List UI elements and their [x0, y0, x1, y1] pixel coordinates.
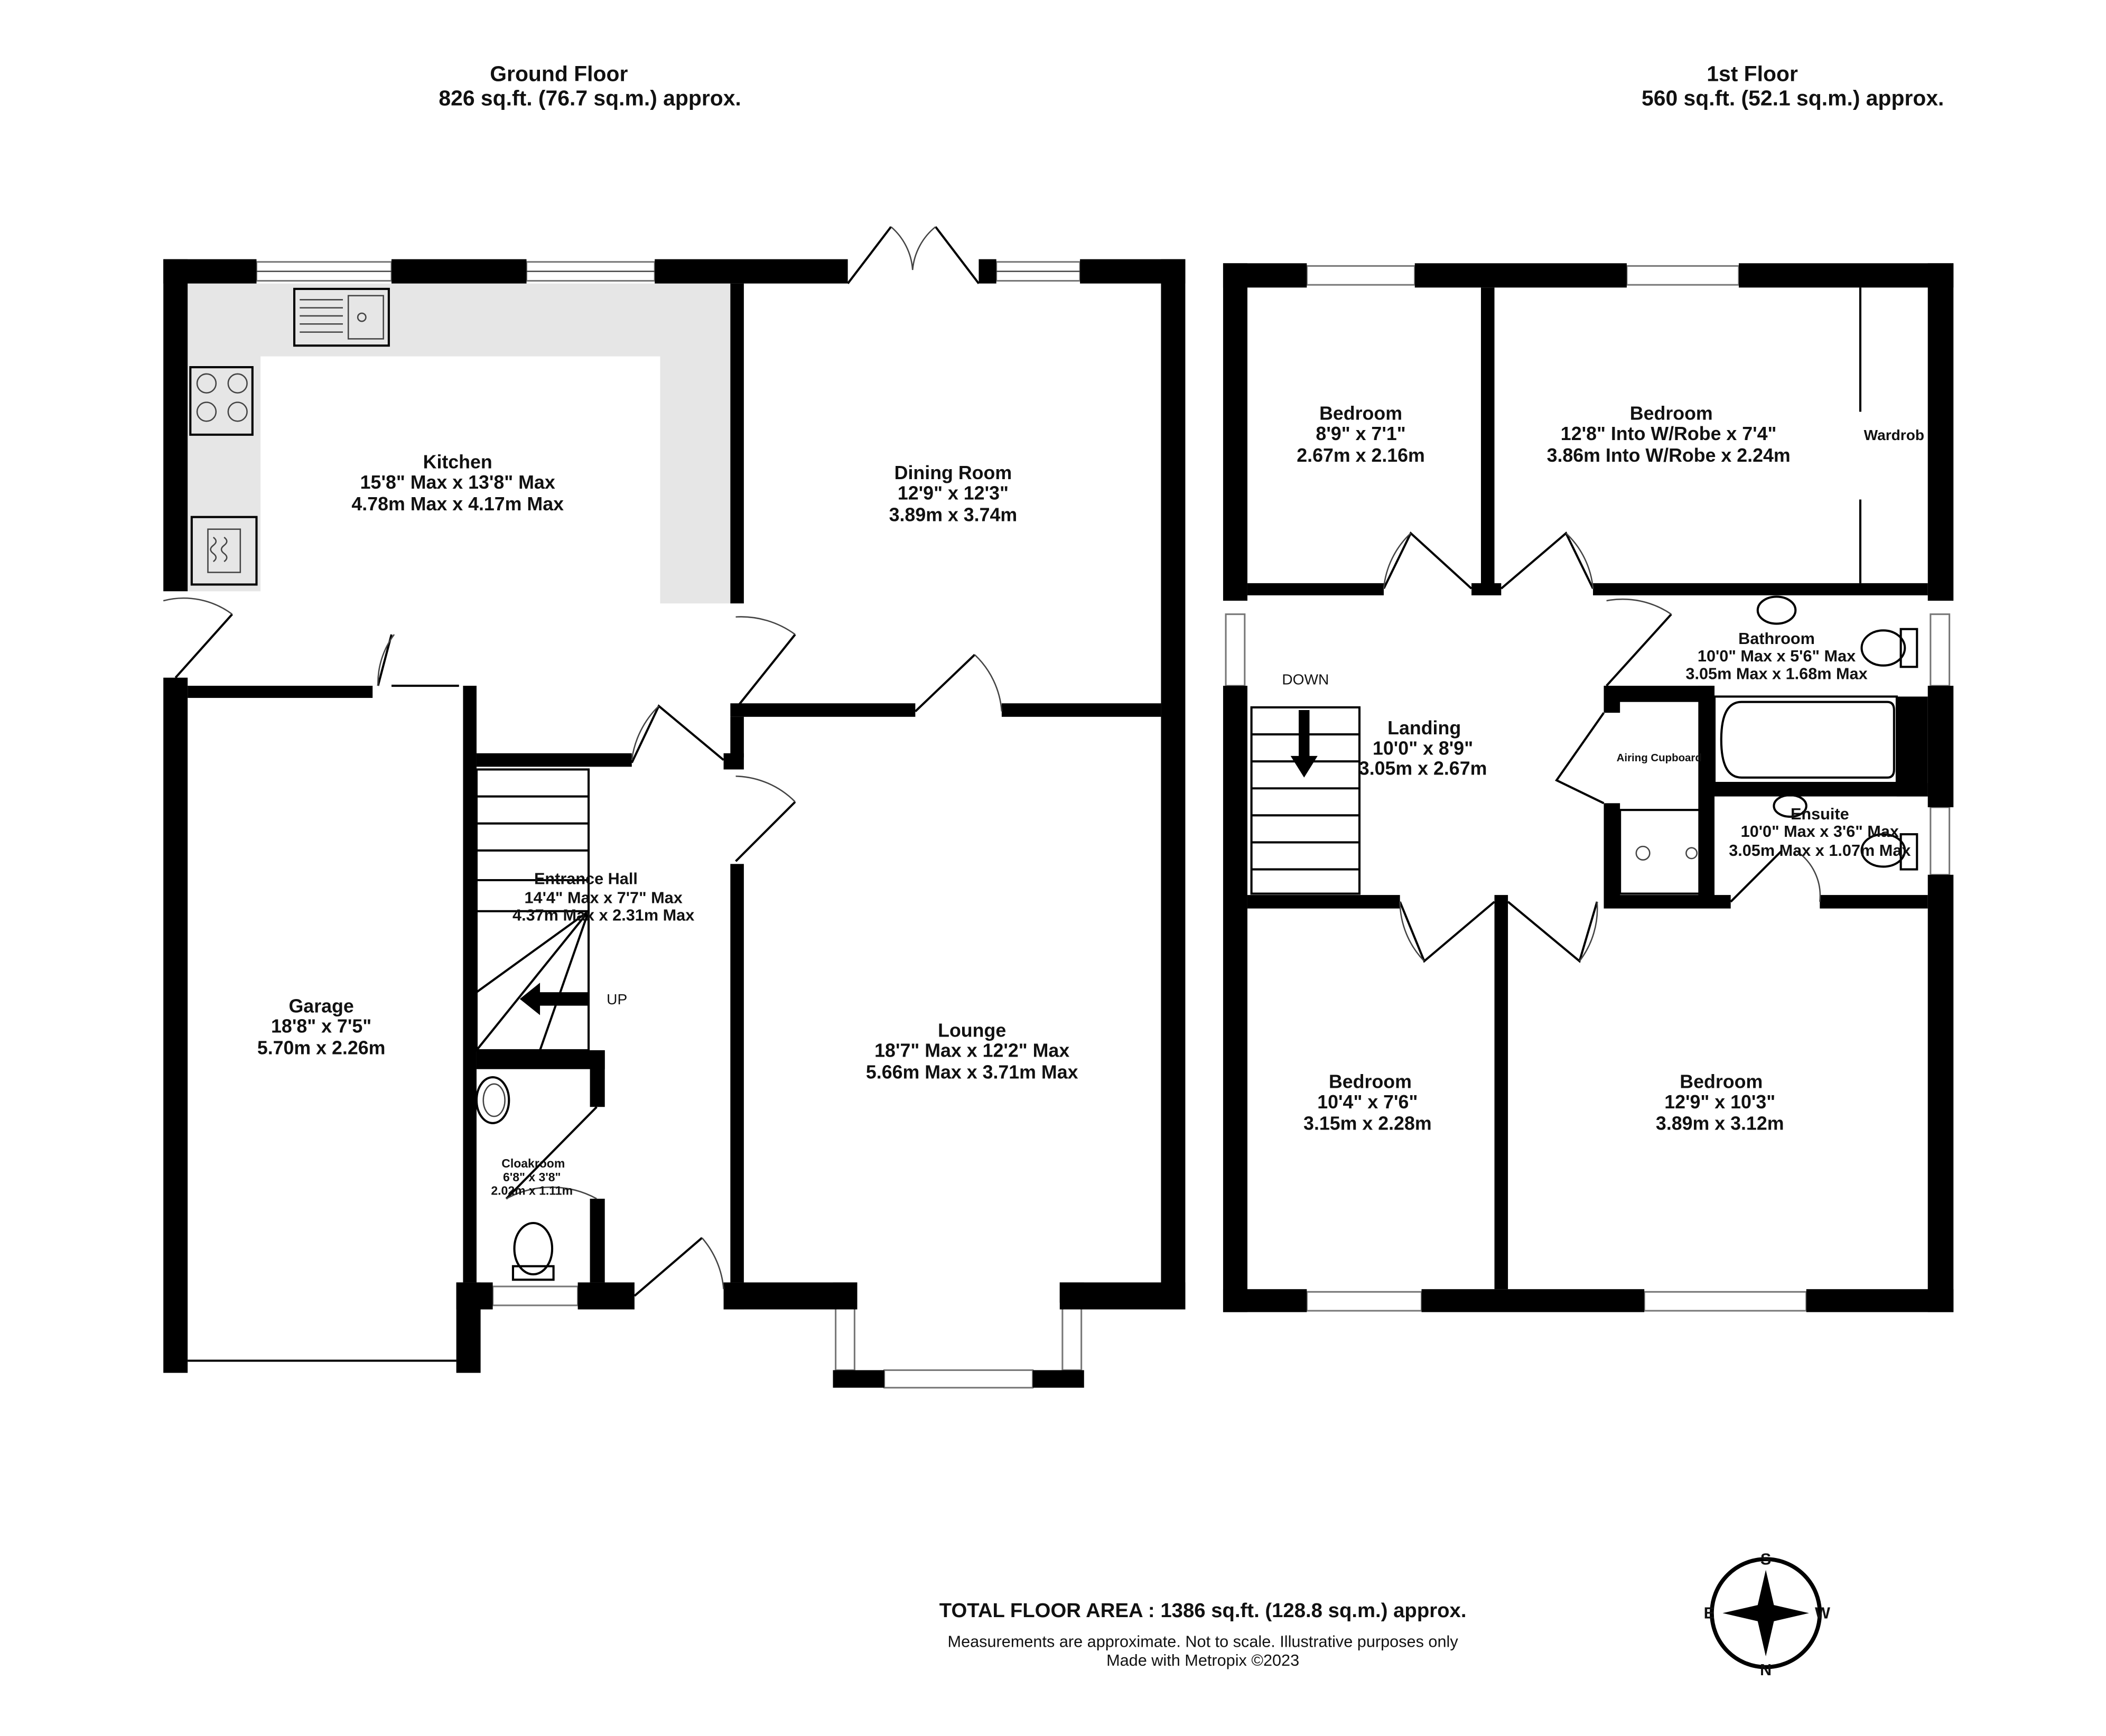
cloakroom-imperial: 6'8" x 3'8" — [503, 1170, 561, 1184]
lounge-imperial: 18'7" Max x 12'2" Max — [874, 1040, 1069, 1061]
bedroom3-imperial: 10'4" x 7'6" — [1317, 1091, 1418, 1113]
bathroom-imperial: 10'0" Max x 5'6" Max — [1698, 647, 1856, 665]
window — [492, 1285, 579, 1306]
bay-window — [883, 1369, 1034, 1389]
up-label: UP — [607, 991, 627, 1007]
bedroom1-imperial: 8'9" x 7'1" — [1316, 423, 1405, 444]
bathroom-name: Bathroom — [1738, 630, 1815, 648]
window — [1626, 265, 1740, 286]
ensuite-metric: 3.05m Max x 1.07m Max — [1729, 842, 1911, 860]
toilet-icon — [511, 1221, 555, 1281]
arrow-left-icon — [519, 983, 589, 1015]
dining-name: Dining Room — [894, 462, 1012, 483]
sink-icon — [293, 287, 390, 347]
compass-icon: S W N E — [1704, 1550, 1830, 1679]
kitchen-name: Kitchen — [423, 452, 492, 473]
bedroom2-metric: 3.86m Into W/Robe x 2.24m — [1547, 445, 1791, 466]
landing-imperial: 10'0" x 8'9" — [1373, 738, 1473, 759]
window — [1306, 265, 1416, 286]
cloakroom-metric: 2.02m x 1.11m — [491, 1183, 573, 1197]
staircase-down — [1250, 706, 1361, 895]
down-label: DOWN — [1282, 671, 1329, 688]
window — [1643, 1291, 1807, 1312]
first-floor-plan: DOWN Bedroom 8'9" x 7'1" 2.67m x 2.16m B… — [1223, 263, 1954, 1312]
hall-name: Entrance Hall — [534, 870, 638, 888]
ensuite-imperial: 10'0" Max x 3'6" Max — [1741, 823, 1899, 841]
kitchen-imperial: 15'8" Max x 13'8" Max — [360, 472, 555, 493]
ground-floor-area: 826 sq.ft. (76.7 sq.m.) approx. — [439, 86, 741, 110]
bedroom2-name: Bedroom — [1630, 403, 1713, 424]
disclaimer: Measurements are approximate. Not to sca… — [948, 1632, 1459, 1650]
first-floor-title: 1st Floor — [1707, 61, 1798, 86]
walls — [163, 259, 1186, 1388]
hall-metric: 4.37m Max x 2.31m Max — [512, 907, 694, 925]
arrow-down-icon — [1290, 710, 1318, 778]
bedroom2-imperial: 12'8" Into W/Robe x 7'4" — [1561, 423, 1777, 444]
ensuite-name: Ensuite — [1791, 805, 1849, 823]
bedroom3-metric: 3.15m x 2.28m — [1303, 1113, 1432, 1134]
bedroom4-metric: 3.89m x 3.12m — [1656, 1113, 1784, 1134]
shower-tray-icon — [1619, 809, 1713, 895]
basin-icon — [1756, 595, 1797, 625]
made-with: Made with Metropix ©2023 — [1106, 1651, 1299, 1669]
bedroom1-name: Bedroom — [1319, 403, 1402, 424]
doors — [163, 226, 1003, 1297]
compass-south: S — [1760, 1550, 1771, 1568]
ground-floor-title: Ground Floor — [490, 61, 628, 86]
toilet-icon — [1860, 628, 1918, 668]
garage-name: Garage — [288, 995, 353, 1016]
kitchen-metric: 4.78m Max x 4.17m Max — [351, 493, 564, 515]
airing-cupboard-label: Airing Cupboard — [1617, 752, 1702, 764]
wardrobe-label: Wardrob — [1864, 427, 1924, 443]
hob-icon — [189, 366, 254, 436]
doors — [1383, 531, 1821, 963]
staircase-up — [475, 768, 590, 1051]
bedroom3-name: Bedroom — [1329, 1071, 1412, 1092]
compass-west: W — [1815, 1604, 1830, 1622]
ground-floor-plan: UP Kitchen 15'8" Max x 13'8" Max 4.78m M… — [163, 226, 1186, 1389]
first-floor-area: 560 sq.ft. (52.1 sq.m.) approx. — [1642, 86, 1944, 110]
window — [1930, 806, 1951, 876]
bay-window — [835, 1302, 855, 1371]
bedroom1-metric: 2.67m x 2.16m — [1297, 445, 1425, 466]
total-floor-area: TOTAL FLOOR AREA : 1386 sq.ft. (128.8 sq… — [939, 1599, 1467, 1622]
window — [1930, 613, 1951, 687]
bathroom-metric: 3.05m Max x 1.68m Max — [1685, 665, 1867, 683]
kitchen-counter — [188, 283, 731, 604]
window — [1306, 1291, 1423, 1312]
garage-imperial: 18'8" x 7'5" — [271, 1016, 371, 1037]
bay-window — [1061, 1302, 1083, 1371]
bedroom4-name: Bedroom — [1680, 1071, 1763, 1092]
washing-machine-icon — [190, 516, 258, 586]
toilet-icon — [1860, 833, 1918, 871]
cloakroom-name: Cloakroom — [501, 1156, 565, 1170]
hall-imperial: 14'4" Max x 7'7" Max — [524, 889, 682, 907]
landing-metric: 3.05m x 2.67m — [1359, 758, 1487, 779]
lounge-name: Lounge — [938, 1020, 1006, 1041]
landing-name: Landing — [1387, 717, 1461, 739]
walls — [1223, 263, 1954, 1312]
basin-icon — [475, 1076, 510, 1124]
lounge-metric: 5.66m Max x 3.71m Max — [866, 1062, 1078, 1083]
bedroom4-imperial: 12'9" x 10'3" — [1664, 1091, 1775, 1113]
basin-icon — [1773, 794, 1807, 818]
compass-east: E — [1704, 1604, 1714, 1622]
bath-icon — [1713, 695, 1898, 785]
dining-metric: 3.89m x 3.74m — [889, 504, 1018, 525]
compass-north: N — [1760, 1661, 1772, 1679]
dining-imperial: 12'9" x 12'3" — [898, 482, 1009, 503]
window — [1225, 613, 1246, 687]
garage-metric: 5.70m x 2.26m — [257, 1038, 386, 1059]
